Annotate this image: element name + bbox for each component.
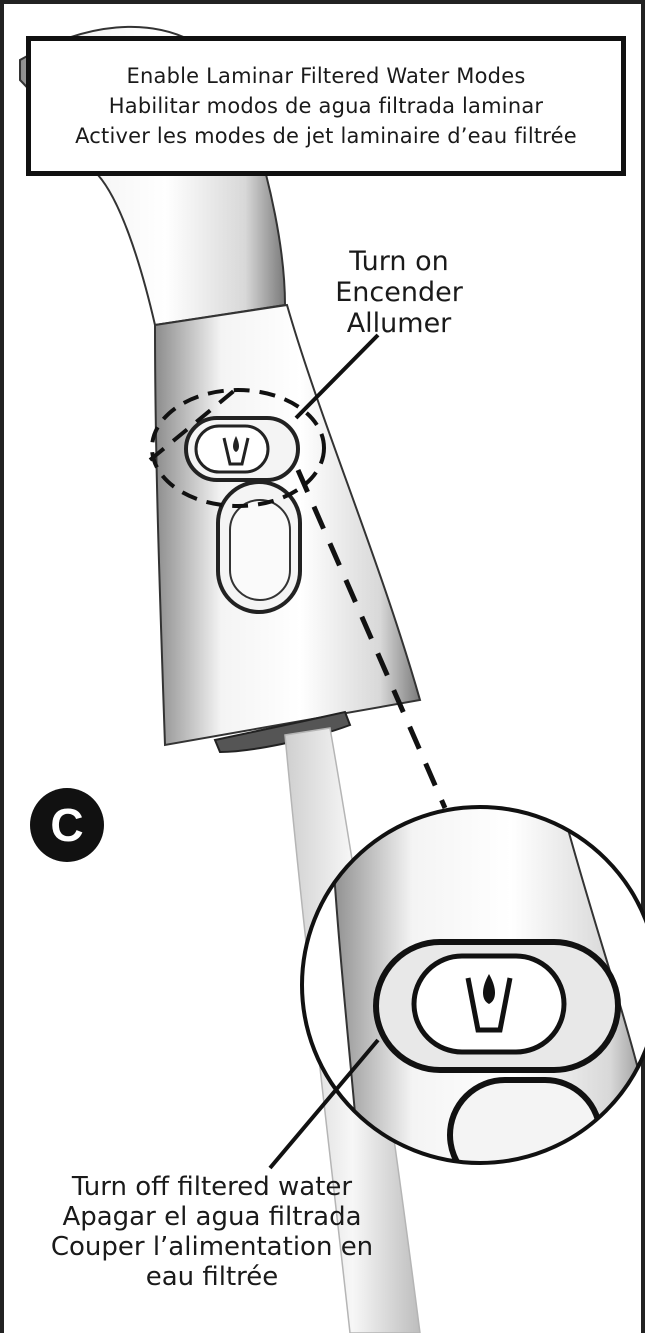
title-line-en: Enable Laminar Filtered Water Modes — [126, 64, 526, 88]
water-drop-icon-zoom — [465, 974, 513, 1033]
title-line-es: Habilitar modos de agua filtrada laminar — [108, 94, 544, 118]
turn-on-es: Encender — [335, 277, 463, 308]
turn-on-fr: Allumer — [346, 308, 452, 339]
turn-on-leader — [294, 333, 380, 420]
highlight-ellipse — [150, 388, 326, 508]
turn-off-leader — [268, 1038, 380, 1170]
water-drop-icon — [222, 436, 250, 466]
turn-on-callout: Turn on Encender Allumer — [314, 246, 484, 339]
title-box: Enable Laminar Filtered Water Modes Habi… — [26, 36, 626, 176]
title-line-fr: Activer les modes de jet laminaire d’eau… — [75, 124, 577, 148]
turn-on-en: Turn on — [349, 246, 449, 277]
aerator — [213, 710, 352, 754]
step-badge: C — [30, 788, 104, 862]
turn-off-en: Turn off filtered water — [71, 1172, 353, 1202]
turn-off-fr-2: eau filtrée — [145, 1262, 279, 1292]
turn-off-es: Apagar el agua filtrada — [62, 1202, 362, 1232]
turn-off-fr-1: Couper l’alimentation en — [50, 1232, 374, 1262]
turn-off-callout: Turn off filtered water Apagar el agua f… — [22, 1172, 402, 1292]
